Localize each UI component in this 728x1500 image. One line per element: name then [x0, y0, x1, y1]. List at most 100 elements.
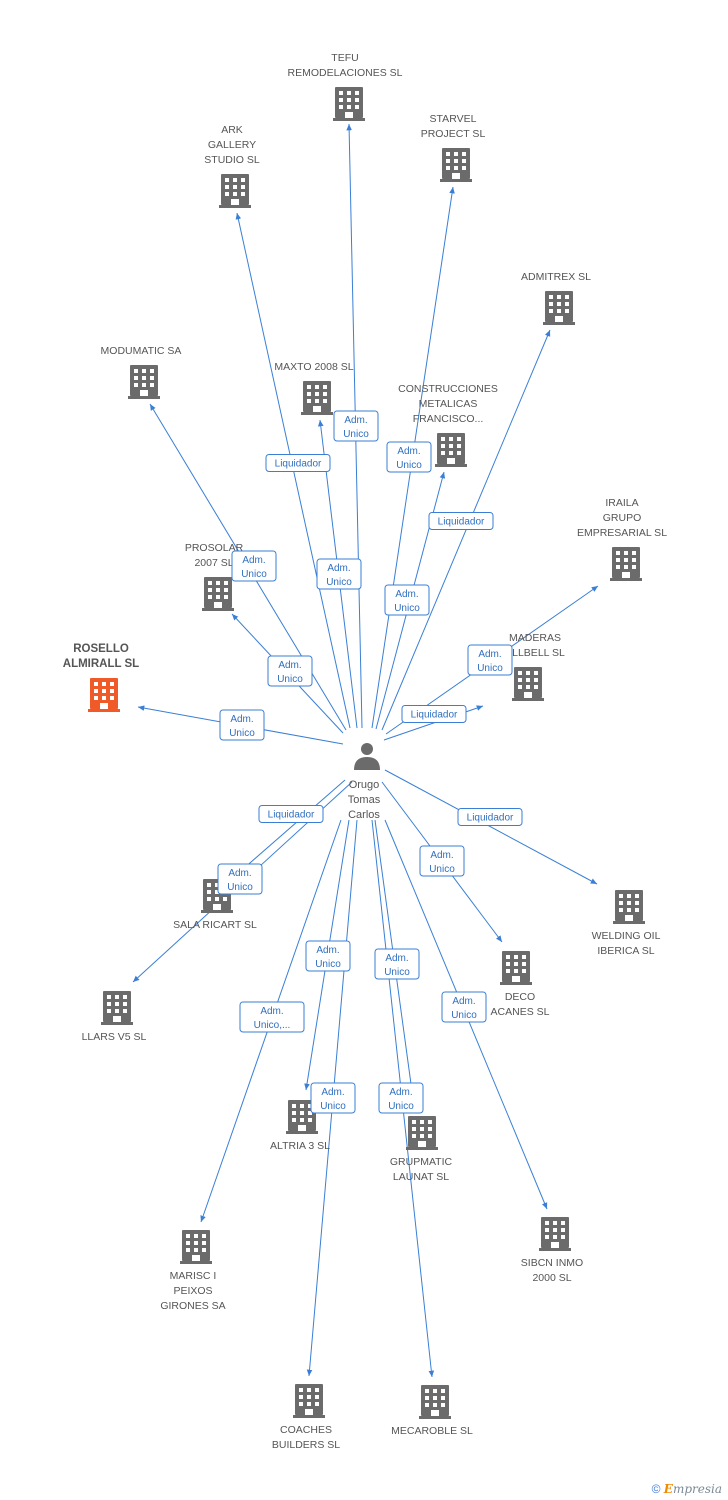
role-badge-admitrex[interactable]: Liquidador — [428, 512, 494, 530]
company-name: FRANCISCO... — [413, 413, 484, 425]
role-label: Unico — [227, 882, 253, 893]
company-node-deco[interactable]: DECO ACANES SL — [491, 951, 550, 1018]
role-label: Adm. — [228, 868, 251, 879]
person-name: Orugo — [349, 779, 380, 791]
person-name: Tomas — [348, 794, 381, 806]
role-label: Unico,... — [254, 1020, 291, 1031]
empresia-logo[interactable]: Empresia — [663, 1482, 722, 1496]
company-name: MECAROBLE SL — [391, 1425, 473, 1437]
company-name: WELDING OIL — [592, 930, 661, 942]
role-label: Adm. — [452, 996, 475, 1007]
role-label: Unico — [343, 429, 369, 440]
role-badge-modumatic[interactable]: Adm.Unico — [231, 550, 277, 582]
company-node-sala[interactable]: SALA RICART SL — [173, 879, 257, 931]
building-icon — [180, 1230, 212, 1264]
role-badge-welding[interactable]: Liquidador — [457, 808, 523, 826]
company-node-admitrex[interactable]: ADMITREX SL — [521, 271, 591, 325]
building-icon — [219, 174, 251, 208]
company-name: DECO — [505, 991, 535, 1003]
company-name: GIRONES SA — [160, 1300, 225, 1312]
role-badge-sibcn[interactable]: Adm. Unico — [441, 991, 487, 1023]
company-node-altria[interactable]: ALTRIA 3 SL — [270, 1100, 330, 1152]
building-icon — [419, 1385, 451, 1419]
company-name: ROSELLO — [73, 643, 129, 655]
role-badge-grupmatic[interactable]: Adm.Unico — [374, 948, 420, 980]
relation-edge-sala — [234, 779, 346, 877]
role-badge-prosolar[interactable]: Adm.Unico — [267, 655, 313, 687]
role-badge-ark[interactable]: Liquidador — [265, 454, 331, 472]
role-badge-iraila[interactable]: Adm.Unico — [467, 644, 513, 676]
role-label: Unico — [451, 1010, 477, 1021]
role-label: Adm. — [278, 660, 301, 671]
company-name: GALLERY — [208, 139, 256, 151]
company-name: LLARS V5 SL — [82, 1031, 147, 1043]
role-badge-altria[interactable]: Adm. Unico — [305, 940, 351, 972]
role-badge-tefu[interactable]: Adm.Unico — [333, 410, 379, 442]
copyright-symbol: © — [651, 1482, 661, 1496]
role-badge-deco[interactable]: Adm.Unico — [419, 845, 465, 877]
company-name: EMPRESARIAL SL — [577, 527, 667, 539]
role-badge-llars[interactable]: Adm. Unico — [217, 863, 263, 895]
company-node-maxto[interactable]: MAXTO 2008 SL — [274, 361, 354, 415]
role-label: Unico — [315, 959, 341, 970]
company-node-ark[interactable]: ARK GALLERY STUDIO SL — [204, 124, 260, 208]
role-badge-maxto[interactable]: Adm.Unico — [316, 558, 362, 590]
role-label: Unico — [241, 569, 267, 580]
company-name: MARISC I — [170, 1270, 217, 1282]
company-node-construcciones[interactable]: CONSTRUCCIONESMETALICASFRANCISCO... — [398, 383, 498, 467]
role-label: Adm. — [260, 1006, 283, 1017]
building-icon — [406, 1116, 438, 1150]
company-name: STUDIO SL — [204, 154, 260, 166]
company-name: METALICAS — [419, 398, 478, 410]
building-icon — [543, 291, 575, 325]
building-icon — [539, 1217, 571, 1251]
company-name: IBERICA SL — [597, 945, 654, 957]
company-name: STARVEL — [430, 113, 477, 125]
role-badge-starvel[interactable]: Adm.Unico — [386, 441, 432, 473]
role-label: Unico — [388, 1101, 414, 1112]
company-node-welding[interactable]: WELDING OIL IBERICA SL — [592, 890, 661, 957]
company-name: SALA RICART SL — [173, 919, 257, 931]
role-badge-rosello[interactable]: Adm.Unico — [219, 709, 265, 741]
role-badge-mecaroble[interactable]: Adm.Unico — [378, 1082, 424, 1114]
company-node-modumatic[interactable]: MODUMATIC SA — [101, 345, 182, 399]
relation-edge-welding — [384, 769, 598, 885]
company-name: LAUNAT SL — [393, 1171, 449, 1183]
role-badge-maderas[interactable]: Liquidador — [401, 705, 467, 723]
role-label: Adm. — [327, 563, 350, 574]
company-name: ARK — [221, 124, 243, 136]
role-badge-marisc[interactable]: Adm. Unico,... — [239, 1001, 305, 1033]
building-icon — [610, 547, 642, 581]
role-badge-construcciones[interactable]: Adm.Unico — [384, 584, 430, 616]
role-label: Adm. — [316, 945, 339, 956]
role-label: Adm. — [478, 649, 501, 660]
company-name: PROSOLAR — [185, 542, 244, 554]
role-badge-coaches[interactable]: Adm.Unico — [310, 1082, 356, 1114]
building-icon — [512, 667, 544, 701]
role-badge-sala[interactable]: Liquidador — [258, 805, 324, 823]
company-name: MAXTO 2008 SL — [274, 361, 353, 373]
role-label: Adm. — [397, 446, 420, 457]
company-node-mecaroble[interactable]: MECAROBLE SL — [391, 1385, 473, 1437]
building-icon — [500, 951, 532, 985]
building-icon — [88, 678, 120, 712]
company-node-llars[interactable]: LLARS V5 SL — [82, 991, 147, 1043]
company-name: COACHES — [280, 1424, 332, 1436]
person-name: Carlos — [348, 809, 380, 821]
company-name: GRUPO — [603, 512, 642, 524]
person-icon — [354, 743, 380, 770]
company-name: ACANES SL — [491, 1006, 550, 1018]
role-label: Unico — [384, 967, 410, 978]
